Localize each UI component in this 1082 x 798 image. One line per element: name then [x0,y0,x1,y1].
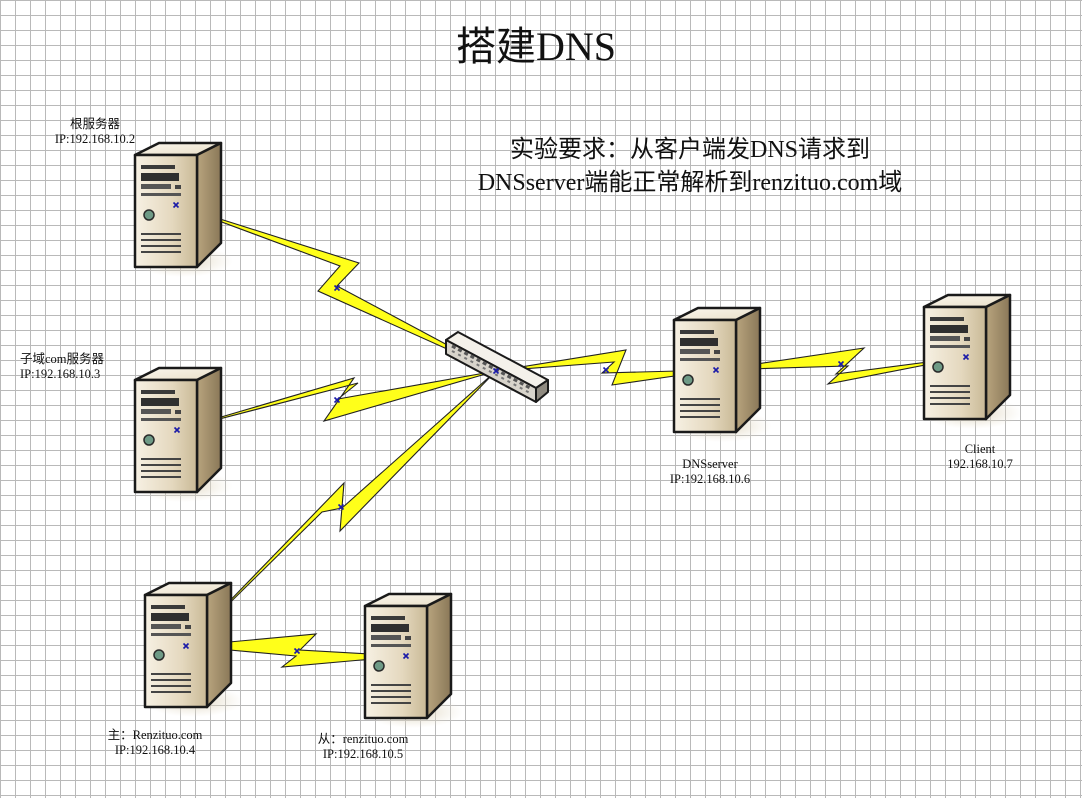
root-server-name: 根服务器 [69,117,120,131]
root-server-label: 根服务器 IP:192.168.10.2 [40,117,150,147]
master-server-ip: IP:192.168.10.4 [114,743,196,757]
client-server-icon [920,293,1024,431]
dnsserver-server-icon [670,306,774,444]
slave-server-name: 从：renzituo.com [317,732,409,746]
root-server-ip: IP:192.168.10.2 [54,132,136,146]
requirement-text: 实验要求：从客户端发DNS请求到 DNSserver端能正常解析到renzitu… [430,134,950,200]
switch-icon [445,331,549,403]
link-com-switch [176,370,497,431]
dnsserver-name: DNSserver [682,457,738,471]
diagram-title: 搭建DNS [455,24,617,69]
com-server-name: 子域com服务器 [20,352,105,366]
com-server-label: 子域com服务器 IP:192.168.10.3 [20,352,140,382]
client-ip: 192.168.10.7 [947,457,1013,471]
master-server-icon [141,581,245,719]
slave-server-ip: IP:192.168.10.5 [322,747,404,761]
com-server-icon [131,366,235,504]
master-server-name: 主：Renzituo.com [107,728,203,742]
dnsserver-label: DNSserver IP:192.168.10.6 [650,457,770,487]
master-server-label: 主：Renzituo.com IP:192.168.10.4 [85,728,225,758]
root-server-icon [131,141,235,279]
requirement-line-1: 实验要求：从客户端发DNS请求到 [509,137,870,163]
com-server-ip: IP:192.168.10.3 [20,367,101,381]
requirement-line-2: DNSserver端能正常解析到renzituo.com域 [477,170,903,196]
slave-server-label: 从：renzituo.com IP:192.168.10.5 [293,732,433,762]
client-label: Client 192.168.10.7 [925,442,1035,472]
dnsserver-ip: IP:192.168.10.6 [669,472,751,486]
slave-server-icon [361,592,465,730]
client-name: Client [964,442,996,456]
